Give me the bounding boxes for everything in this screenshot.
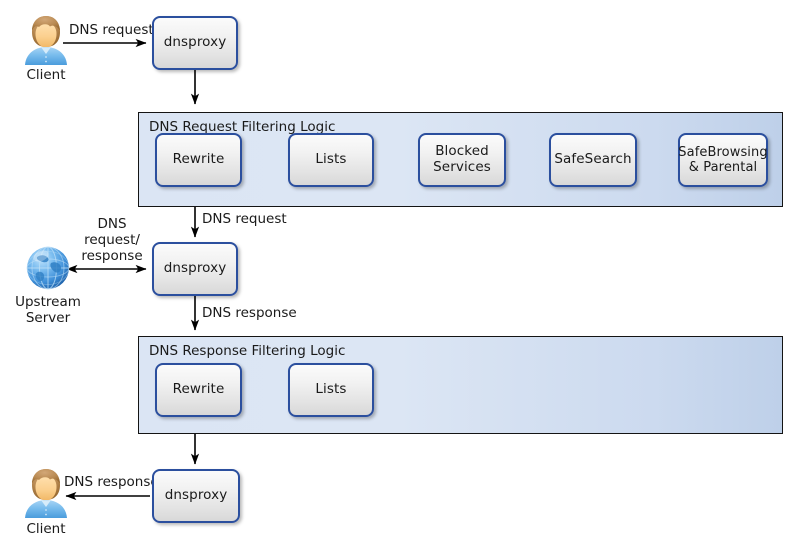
stage-blocked-services[interactable]: Blocked Services (418, 133, 506, 187)
user-avatar-icon (25, 469, 67, 518)
edge-label-request-group-to-proxy: DNS request (202, 211, 287, 227)
stage-safesearch[interactable]: SafeSearch (549, 133, 637, 187)
stage-safebrowsing-parental-label: SafeBrowsing & Parental (678, 144, 768, 175)
edge-label-upstream-exchange: DNS request/ response (81, 216, 143, 265)
dns-response-filtering-group: DNS Response Filtering Logic (138, 336, 783, 434)
client-top-label: Client (26, 67, 66, 83)
dnsproxy-bottom-label: dnsproxy (164, 487, 228, 504)
dns-response-filtering-title: DNS Response Filtering Logic (149, 343, 346, 359)
client-bottom-label: Client (26, 521, 66, 537)
dnsproxy-top[interactable]: dnsproxy (152, 16, 238, 70)
stage-lists-response[interactable]: Lists (288, 363, 374, 417)
edge-label-proxy-to-client: DNS response (64, 474, 159, 490)
stage-blocked-services-label: Blocked Services (433, 143, 491, 175)
stage-rewrite-response-label: Rewrite (172, 381, 225, 398)
stage-safesearch-label: SafeSearch (554, 151, 632, 168)
dnsproxy-middle[interactable]: dnsproxy (152, 242, 238, 296)
stage-rewrite-response[interactable]: Rewrite (155, 363, 242, 417)
user-avatar-icon (25, 16, 67, 65)
stage-safebrowsing-parental[interactable]: SafeBrowsing & Parental (678, 133, 768, 187)
stage-lists-request-label: Lists (315, 151, 347, 168)
dnsproxy-middle-label: dnsproxy (163, 260, 227, 277)
edge-label-client-to-proxy: DNS request (69, 22, 154, 38)
upstream-server-label: Upstream Server (15, 294, 81, 327)
edge-label-proxy-to-response-group: DNS response (202, 305, 297, 321)
stage-rewrite-request-label: Rewrite (172, 151, 225, 168)
dns-request-filtering-title: DNS Request Filtering Logic (149, 119, 336, 135)
stage-lists-request[interactable]: Lists (288, 133, 374, 187)
globe-icon (26, 246, 70, 290)
dnsproxy-top-label: dnsproxy (163, 34, 227, 51)
dnsproxy-bottom[interactable]: dnsproxy (152, 469, 240, 523)
stage-rewrite-request[interactable]: Rewrite (155, 133, 242, 187)
stage-lists-response-label: Lists (315, 381, 347, 398)
